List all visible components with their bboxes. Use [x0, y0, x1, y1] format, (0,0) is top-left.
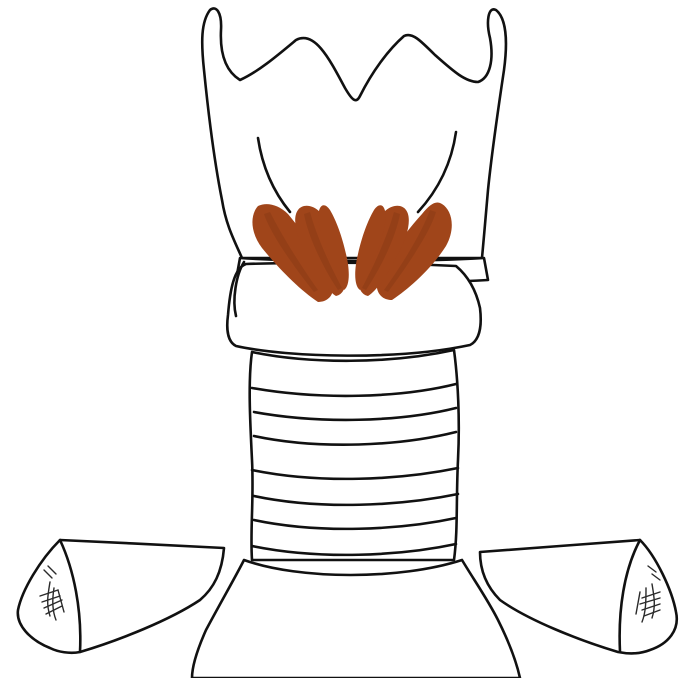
manubrium: [192, 560, 520, 678]
thyroid-cartilage: [202, 8, 506, 258]
clavicle-left: [18, 540, 224, 653]
cricoid-cartilage: [227, 263, 480, 356]
